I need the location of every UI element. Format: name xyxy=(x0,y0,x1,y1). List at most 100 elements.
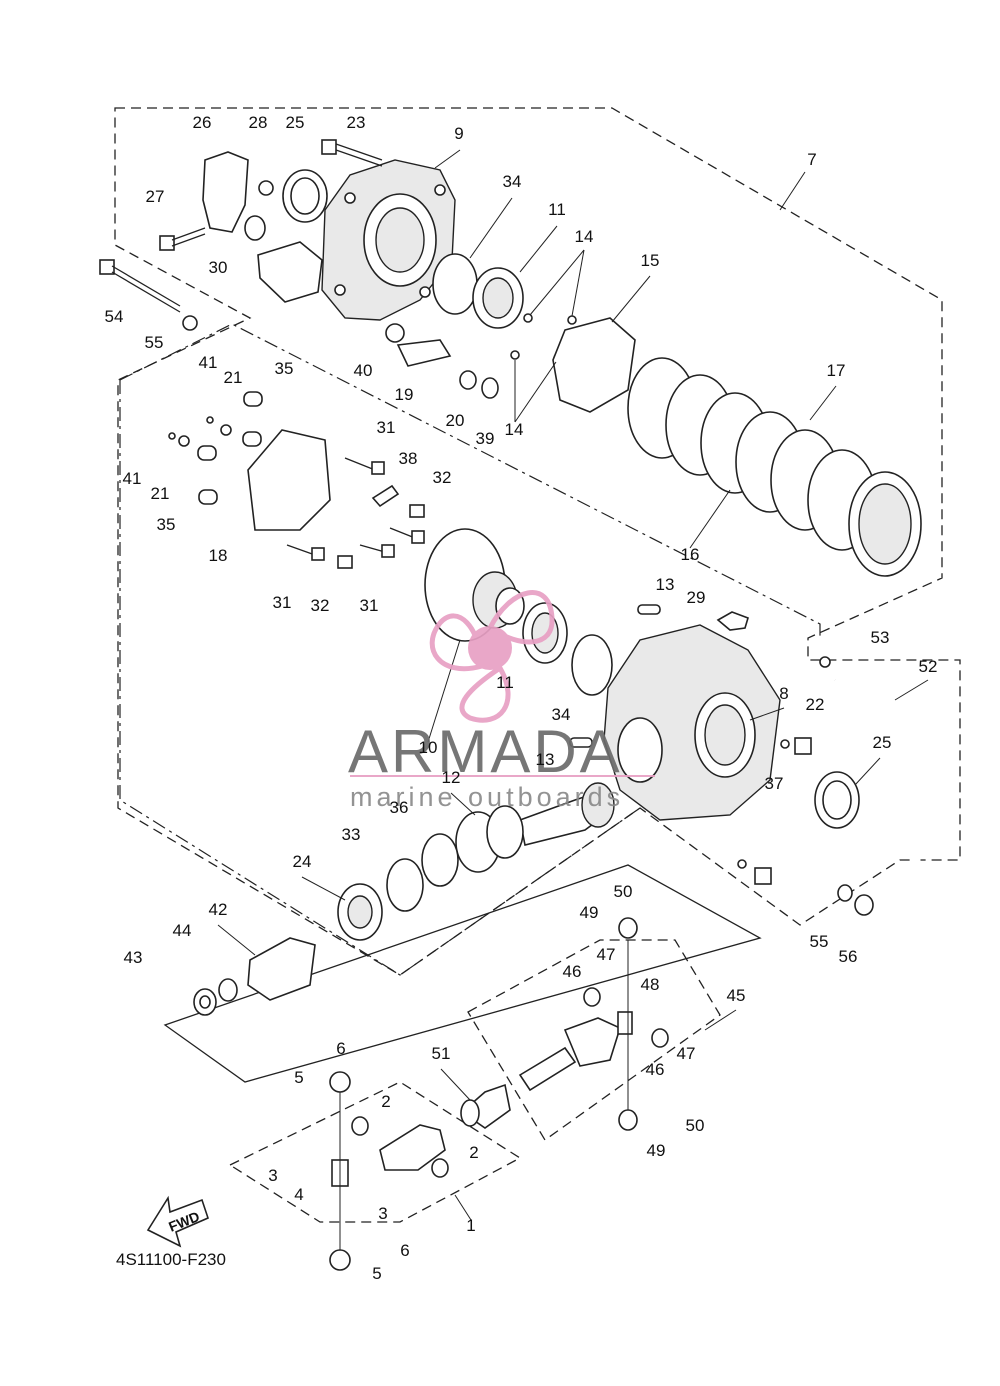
bearing-12 xyxy=(455,805,524,873)
part-callout-48: 48 xyxy=(641,975,660,994)
part-callout-26: 26 xyxy=(193,113,212,132)
part-callout-21: 21 xyxy=(224,368,243,387)
part-callout-47: 47 xyxy=(677,1044,696,1063)
drive-shaft-boundary xyxy=(163,864,762,1083)
breather-hose-52-inner xyxy=(834,677,921,985)
gasket-18 xyxy=(247,429,331,531)
collar-39 xyxy=(481,377,499,399)
clutch-plate-stack-16-17 xyxy=(627,357,922,577)
part-callout-5: 5 xyxy=(294,1068,303,1087)
part-callout-46: 46 xyxy=(646,1060,665,1079)
part-callout-4: 4 xyxy=(294,1185,303,1204)
part-callout-27: 27 xyxy=(146,187,165,206)
part-callout-51: 51 xyxy=(432,1044,451,1063)
bracket-26 xyxy=(202,151,249,233)
gear-case-boundary xyxy=(119,323,821,640)
part-callout-46: 46 xyxy=(563,962,582,981)
part-callout-41: 41 xyxy=(199,353,218,372)
o-ring-40 xyxy=(385,323,405,343)
part-callout-35: 35 xyxy=(157,515,176,534)
part-callout-13: 13 xyxy=(536,750,555,769)
part-callout-9: 9 xyxy=(454,124,463,143)
part-callout-5: 5 xyxy=(372,1264,381,1283)
dowels-35 xyxy=(197,391,263,505)
part-callout-55: 55 xyxy=(145,333,164,352)
lower-case-boundary xyxy=(119,380,641,976)
part-callout-1: 1 xyxy=(466,1216,475,1235)
part-callout-8: 8 xyxy=(779,684,788,703)
part-callout-37: 37 xyxy=(765,774,784,793)
part-callout-54: 54 xyxy=(105,307,124,326)
part-callout-16: 16 xyxy=(681,545,700,564)
part-callout-56: 56 xyxy=(839,947,858,966)
part-callout-52: 52 xyxy=(919,657,938,676)
shim-36 xyxy=(421,833,459,887)
part-callout-10: 10 xyxy=(419,738,438,757)
part-callout-14: 14 xyxy=(505,420,524,439)
part-callout-15: 15 xyxy=(641,251,660,270)
part-callout-50: 50 xyxy=(686,1116,705,1135)
drain-plug-22 xyxy=(780,737,812,755)
part-callout-6: 6 xyxy=(400,1241,409,1260)
washer-30 xyxy=(244,215,266,241)
part-callout-31: 31 xyxy=(273,593,292,612)
part-callout-45: 45 xyxy=(727,986,746,1005)
part-callout-43: 43 xyxy=(124,948,143,967)
part-callout-18: 18 xyxy=(209,546,228,565)
part-callout-12: 12 xyxy=(442,768,461,787)
pin-13-top xyxy=(637,604,661,615)
bolts-31-32 xyxy=(286,457,425,569)
joint-assembly-45-boundary xyxy=(467,939,721,1141)
part-callout-25: 25 xyxy=(873,733,892,752)
part-callout-23: 23 xyxy=(347,113,366,132)
nut-56 xyxy=(854,894,874,916)
part-callout-49: 49 xyxy=(580,903,599,922)
part-callout-34: 34 xyxy=(503,172,522,191)
part-callout-55: 55 xyxy=(810,932,829,951)
diagram-code: 4S11100-F230 xyxy=(116,1250,226,1269)
part-callout-7: 7 xyxy=(807,150,816,169)
part-callout-22: 22 xyxy=(806,695,825,714)
part-callout-34: 34 xyxy=(552,705,571,724)
part-callout-2: 2 xyxy=(381,1092,390,1111)
fwd-direction-arrow xyxy=(146,1195,209,1248)
part-callout-29: 29 xyxy=(687,588,706,607)
breather-hose-52 xyxy=(834,679,919,985)
watermark-brand: ARMADA xyxy=(348,718,623,785)
pin-13-mid xyxy=(569,737,593,748)
part-callout-44: 44 xyxy=(173,921,192,940)
part-callout-24: 24 xyxy=(293,852,312,871)
part-callout-36: 36 xyxy=(390,798,409,817)
nut-43 xyxy=(193,988,217,1016)
boot-51 xyxy=(460,1083,511,1129)
part-callout-38: 38 xyxy=(399,449,418,468)
joint-assembly-1 xyxy=(329,1071,449,1271)
part-callout-11: 11 xyxy=(496,673,514,692)
propeller-icon xyxy=(429,590,555,723)
part-callout-31: 31 xyxy=(377,418,396,437)
leader-lines xyxy=(217,149,929,1221)
bolt-23 xyxy=(321,139,383,167)
bearing-11-top xyxy=(472,267,524,329)
part-callout-3: 3 xyxy=(268,1166,277,1185)
part-callout-35: 35 xyxy=(275,359,294,378)
part-callout-6: 6 xyxy=(336,1039,345,1058)
part-callout-20: 20 xyxy=(446,411,465,430)
bolt-27 xyxy=(159,227,206,251)
circlip-33 xyxy=(386,858,424,912)
part-callout-50: 50 xyxy=(614,882,633,901)
part-callout-21: 21 xyxy=(151,484,170,503)
part-callout-32: 32 xyxy=(433,468,452,487)
part-callout-28: 28 xyxy=(249,113,268,132)
part-callout-47: 47 xyxy=(597,945,616,964)
gasket-15 xyxy=(552,317,636,413)
hose-fitting-29 xyxy=(716,611,749,631)
watermark-tagline: marine outboards xyxy=(350,782,624,812)
part-callout-53: 53 xyxy=(871,628,890,647)
part-callout-25: 25 xyxy=(286,113,305,132)
shaft-19 xyxy=(396,339,452,367)
main-assembly-boundary xyxy=(114,107,961,976)
part-callout-17: 17 xyxy=(827,361,846,380)
